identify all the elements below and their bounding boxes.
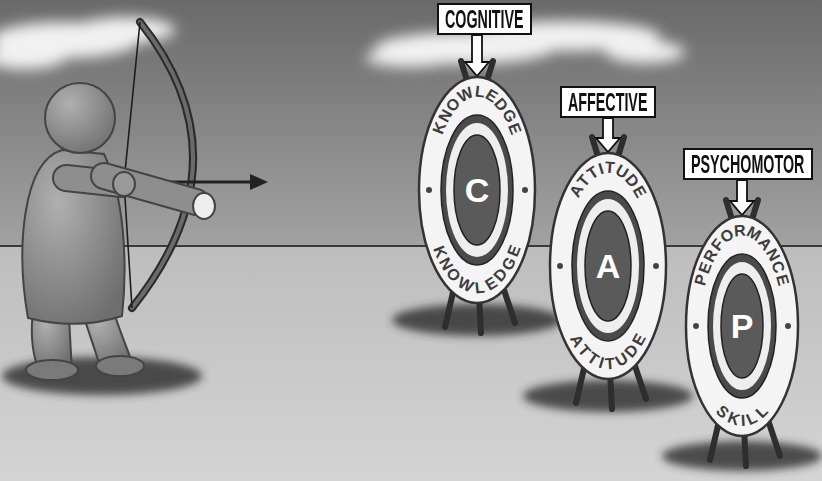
pointer-arrow <box>596 118 620 152</box>
domain-label: PSYCHOMOTOR <box>691 150 804 178</box>
archer-foot <box>26 360 78 380</box>
cloud <box>365 49 455 67</box>
cloud <box>75 17 175 43</box>
cloud <box>605 41 685 63</box>
archer-shadow <box>2 357 202 395</box>
archer-head <box>45 83 115 153</box>
target-bullseye <box>721 274 763 378</box>
target-dark-ring <box>441 115 513 265</box>
target-outer-ring <box>419 77 535 303</box>
target-white-ring <box>713 262 771 390</box>
target-board: ATTITUDEATTITUDEA <box>548 151 668 381</box>
domain-label-box: COGNITIVE <box>437 3 532 35</box>
target-white-ring <box>446 123 508 257</box>
target-board: PERFORMANCESKILLP <box>684 214 800 438</box>
ring-dot <box>653 263 659 269</box>
archer-foot <box>96 356 144 376</box>
cloud <box>0 47 65 69</box>
target-dark-ring <box>572 191 644 341</box>
target-outer-ring <box>550 153 666 379</box>
domain-label: COGNITIVE <box>445 5 524 33</box>
sky <box>0 0 822 246</box>
target-bullseye <box>454 135 500 245</box>
target-white-ring <box>577 199 639 333</box>
ring-dot <box>785 323 791 329</box>
clouds <box>0 17 685 69</box>
bow <box>132 22 193 308</box>
archer-hand <box>113 172 135 196</box>
target-board: KNOWLEDGEKNOWLEDGEC <box>417 75 537 305</box>
target-letter: C <box>465 173 490 207</box>
pointer-arrow <box>465 35 489 76</box>
bow-highlight <box>132 22 193 308</box>
archer-hand <box>193 193 215 219</box>
domain-label: AFFECTIVE <box>568 88 647 116</box>
target-letter: P <box>731 309 754 343</box>
ring-dot <box>426 187 432 193</box>
target-bullseye <box>585 211 631 321</box>
pointer-arrow <box>730 180 754 215</box>
arrow-head <box>250 174 268 190</box>
domain-label-box: PSYCHOMOTOR <box>683 148 813 180</box>
archer <box>22 22 268 380</box>
bowstring <box>124 22 140 308</box>
ring-dot <box>693 323 699 329</box>
domain-label-box: AFFECTIVE <box>560 86 656 118</box>
target-outer-ring <box>686 216 798 436</box>
ring-dot <box>522 187 528 193</box>
ring-dot <box>557 263 563 269</box>
target-dark-ring <box>708 254 776 398</box>
target-letter: A <box>596 249 621 283</box>
